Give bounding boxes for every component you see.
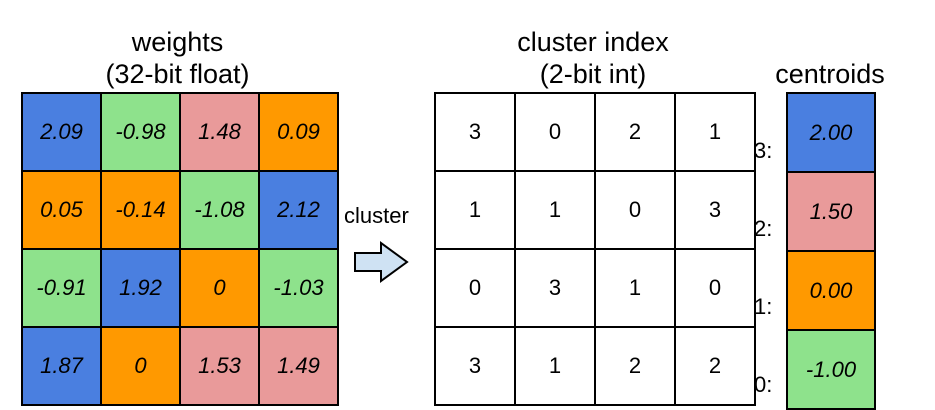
centroid-index-label: 3:: [754, 138, 773, 163]
weight-cell: 0.09: [258, 92, 339, 172]
cluster-index-cell: 3: [434, 92, 516, 172]
centroid-row: 0.00: [786, 250, 876, 331]
weight-cell: 0: [100, 326, 181, 406]
weight-cell: -0.91: [21, 248, 102, 328]
cluster-index-cell: 0: [434, 248, 516, 328]
cluster-index-cell: 2: [594, 92, 676, 172]
centroid-index-label: 1:: [754, 294, 773, 319]
weight-cell: -1.08: [179, 170, 260, 250]
cluster-index-cell: 0: [674, 248, 756, 328]
centroid-row: 1.50: [786, 171, 876, 252]
cluster-index-cell: 0: [514, 92, 596, 172]
cluster-index-title-line2: (2-bit int): [539, 59, 647, 89]
weight-cell: 2.09: [21, 92, 102, 172]
weight-cell: 1.87: [21, 326, 102, 406]
weight-cell: 0: [179, 248, 260, 328]
cluster-index-cell: 3: [514, 248, 596, 328]
centroid-value-cell: 2.00: [786, 92, 876, 173]
weight-cell: 1.49: [258, 326, 339, 406]
cluster-arrow-icon: [354, 241, 409, 283]
weight-cell: 1.53: [179, 326, 260, 406]
weights-title-line2: (32-bit float): [105, 59, 250, 89]
weight-cell: 0.05: [21, 170, 102, 250]
weight-cell: 2.12: [258, 170, 339, 250]
weight-cell: -0.14: [100, 170, 181, 250]
centroid-row: -1.00: [786, 329, 876, 410]
weight-cell: 1.92: [100, 248, 181, 328]
cluster-index-title-line1: cluster index: [517, 27, 669, 57]
cluster-index-cell: 2: [674, 326, 756, 406]
cluster-index-cell: 0: [594, 170, 676, 250]
cluster-index-title: cluster index (2-bit int): [433, 26, 753, 90]
cluster-index-cell: 2: [594, 326, 676, 406]
weight-cell: -1.03: [258, 248, 339, 328]
centroid-index-label: 0:: [754, 372, 773, 397]
weights-title: weights (32-bit float): [20, 26, 335, 90]
centroid-value-cell: 1.50: [786, 171, 876, 252]
weight-cell: -0.98: [100, 92, 181, 172]
cluster-index-cell: 1: [514, 326, 596, 406]
cluster-index-cell: 1: [434, 170, 516, 250]
centroids-title: centroids: [775, 59, 885, 89]
cluster-arrow-label: cluster: [344, 203, 409, 228]
weight-cell: 1.48: [179, 92, 260, 172]
cluster-index-cell: 3: [434, 326, 516, 406]
cluster-index-cell: 1: [674, 92, 756, 172]
cluster-index-cell: 1: [594, 248, 676, 328]
centroid-row: 2.00: [786, 92, 876, 173]
cluster-index-cell: 3: [674, 170, 756, 250]
centroid-value-cell: 0.00: [786, 250, 876, 331]
cluster-index-cell: 1: [514, 170, 596, 250]
centroid-index-label: 2:: [754, 216, 773, 241]
centroid-value-cell: -1.00: [786, 329, 876, 410]
weights-title-line1: weights: [131, 27, 224, 57]
